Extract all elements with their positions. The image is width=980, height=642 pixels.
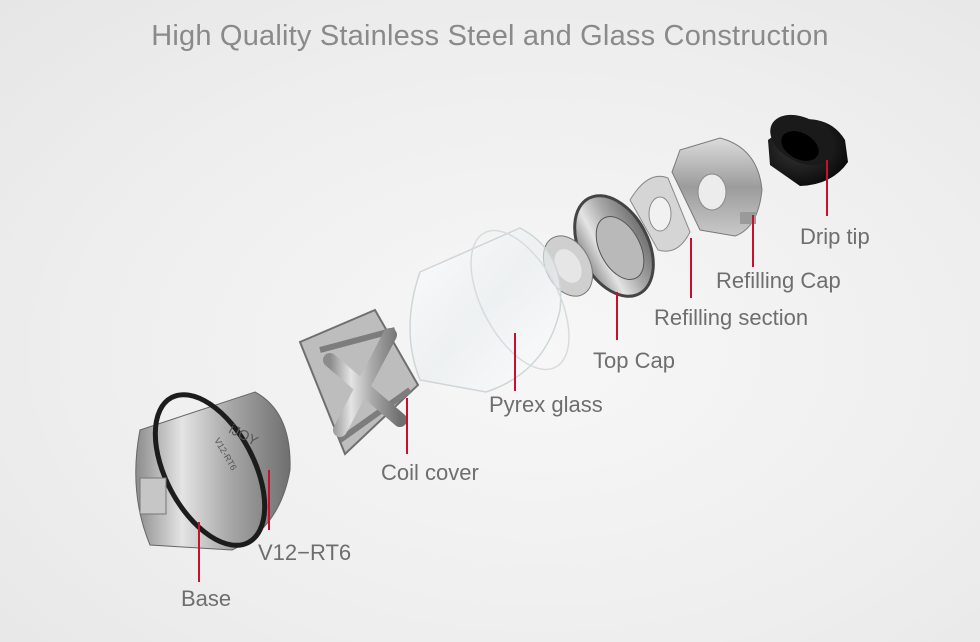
base-leader — [198, 522, 200, 582]
top-cap-part — [542, 194, 655, 298]
pyrex-glass-leader — [514, 333, 516, 391]
drip-tip-leader — [826, 160, 828, 216]
refilling-cap-label: Refilling Cap — [716, 268, 841, 293]
top-cap-label: Top Cap — [593, 348, 675, 373]
v12-rt6-leader — [268, 470, 270, 530]
refilling-section-part — [629, 175, 691, 252]
drip-tip-part — [768, 114, 848, 186]
refilling-cap-leader — [752, 215, 754, 267]
v12-rt6-label: V12−RT6 — [258, 540, 352, 565]
coil-cover-leader — [406, 398, 408, 454]
refilling-section-leader — [690, 238, 692, 298]
pyrex-glass-part — [409, 227, 570, 393]
base-body-part: iJOY V12-RT6 — [135, 391, 291, 551]
coil-cover-part — [298, 308, 420, 456]
drip-tip-label: Drip tip — [800, 224, 870, 249]
refilling-section-label: Refilling section — [654, 305, 809, 330]
coil-cover-label: Coil cover — [381, 460, 479, 485]
base-label: Base — [181, 586, 232, 611]
page-title: High Quality Stainless Steel and Glass C… — [151, 20, 829, 52]
top-cap-leader — [616, 292, 618, 340]
pyrex-glass-label: Pyrex glass — [489, 392, 603, 417]
